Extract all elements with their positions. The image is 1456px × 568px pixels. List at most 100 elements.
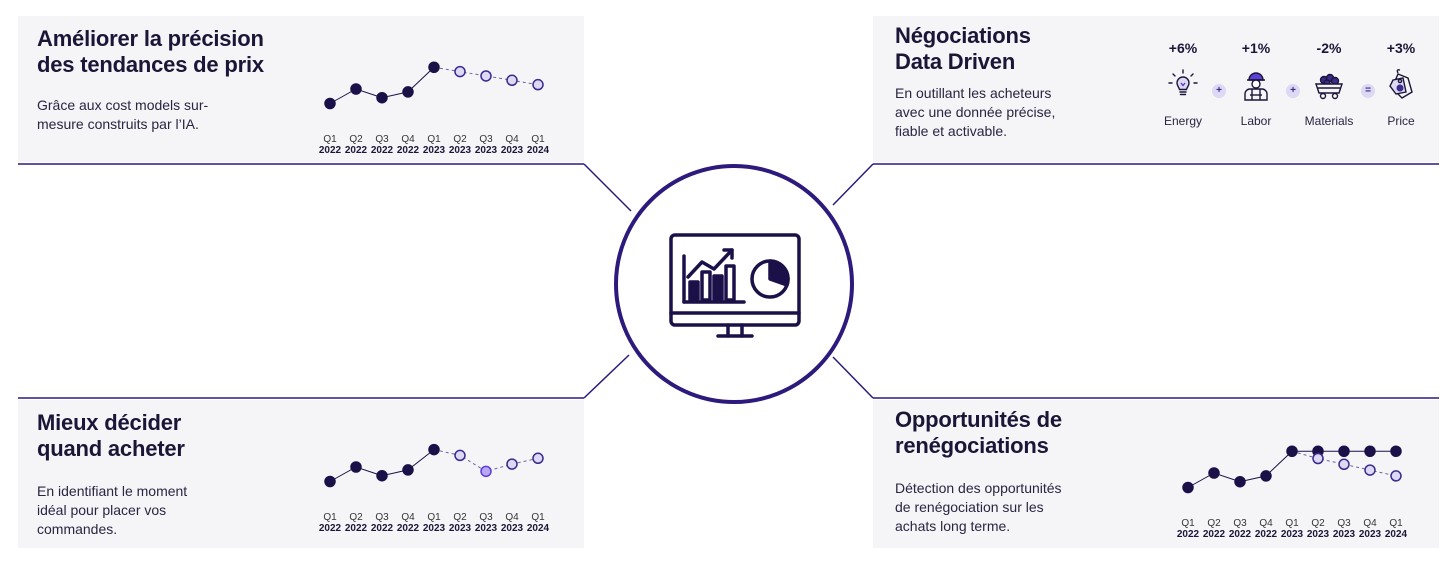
data-point bbox=[1286, 445, 1298, 457]
tick-label: Q4 bbox=[401, 134, 415, 145]
data-point bbox=[376, 91, 388, 104]
tick-label: Q3 bbox=[375, 512, 389, 523]
data-point bbox=[1260, 470, 1272, 482]
tick-label: 2023 bbox=[501, 145, 524, 156]
plus-operator: + bbox=[1212, 84, 1226, 98]
mine-cart-icon bbox=[1315, 73, 1343, 100]
data-point bbox=[350, 83, 362, 95]
tick-label: Q2 bbox=[349, 134, 363, 145]
tick-label: 2022 bbox=[1203, 529, 1226, 540]
tick-label: Q2 bbox=[349, 512, 363, 523]
tick-label: Q1 bbox=[323, 512, 337, 523]
factor-name: Price bbox=[1387, 114, 1415, 128]
factor-percent: -2% bbox=[1316, 40, 1342, 56]
tick-label: Q2 bbox=[453, 512, 467, 523]
factor-name: Labor bbox=[1240, 114, 1272, 128]
factor-energy: +6% Energy bbox=[1153, 40, 1213, 128]
tick-label: Q1 bbox=[323, 134, 337, 145]
tick-label: 2022 bbox=[1229, 529, 1252, 540]
forecast-point bbox=[532, 78, 544, 91]
tick-label: 2023 bbox=[501, 523, 524, 534]
tick-label: 2022 bbox=[1177, 529, 1200, 540]
forecast-point bbox=[454, 65, 466, 78]
data-point bbox=[428, 61, 440, 73]
tick-label: 2022 bbox=[319, 145, 342, 156]
tick-label: 2022 bbox=[1255, 529, 1278, 540]
data-point bbox=[1182, 481, 1194, 494]
tick-label: 2023 bbox=[475, 523, 498, 534]
tick-label: 2023 bbox=[423, 145, 446, 156]
data-point bbox=[1364, 445, 1376, 457]
renegotiation-chart: Q12022Q22022Q32022Q42022Q12023Q22023Q320… bbox=[1177, 445, 1408, 540]
tick-label: 2024 bbox=[527, 523, 550, 534]
card-data-driven-negotiation: Négociations Data Driven En outillant le… bbox=[873, 16, 1439, 162]
forecast-point bbox=[506, 74, 518, 87]
data-point bbox=[428, 443, 440, 456]
forecast-point bbox=[1338, 458, 1350, 471]
plus-operator: + bbox=[1286, 84, 1300, 98]
tick-label: 2022 bbox=[397, 145, 420, 156]
data-point bbox=[402, 86, 414, 98]
tick-label: 2024 bbox=[527, 145, 550, 156]
tick-label: Q3 bbox=[1233, 518, 1247, 529]
card-description: Grâce aux cost models sur- mesure constr… bbox=[37, 97, 209, 132]
tick-label: Q1 bbox=[1285, 518, 1299, 529]
tick-label: 2023 bbox=[1359, 529, 1382, 540]
forecast-point bbox=[480, 70, 492, 82]
tick-label: Q2 bbox=[453, 134, 467, 145]
tick-label: 2022 bbox=[371, 145, 394, 156]
tick-label: 2022 bbox=[397, 523, 420, 534]
factor-materials: -2% Materials bbox=[1299, 40, 1359, 128]
tick-label: 2022 bbox=[371, 523, 394, 534]
tick-label: Q3 bbox=[1337, 518, 1351, 529]
tick-label: 2022 bbox=[345, 145, 368, 156]
price-trend-chart: Q12022Q22022Q32022Q42022Q12023Q22023Q320… bbox=[319, 61, 550, 156]
purchase-timing-chart: Q12022Q22022Q32022Q42022Q12023Q22023Q320… bbox=[319, 443, 550, 534]
tick-label: Q4 bbox=[401, 512, 415, 523]
tick-label: Q1 bbox=[1389, 518, 1403, 529]
factor-price: +3% Price bbox=[1371, 40, 1431, 128]
equals-operator: = bbox=[1361, 84, 1375, 98]
forecast-point bbox=[532, 452, 544, 465]
tick-label: 2022 bbox=[345, 523, 368, 534]
tick-label: 2023 bbox=[423, 523, 446, 534]
data-point bbox=[402, 464, 414, 476]
forecast-point bbox=[506, 458, 518, 470]
factor-percent: +6% bbox=[1168, 40, 1198, 56]
tick-label: Q2 bbox=[1207, 518, 1221, 529]
tick-label: 2023 bbox=[449, 523, 472, 534]
factor-percent: +1% bbox=[1241, 40, 1271, 56]
lightbulb-icon bbox=[1168, 69, 1198, 96]
data-point bbox=[1208, 467, 1220, 479]
factor-name: Materials bbox=[1304, 114, 1354, 128]
worker-icon bbox=[1244, 72, 1268, 101]
forecast-point bbox=[480, 465, 492, 478]
data-point bbox=[324, 475, 336, 488]
forecast-point bbox=[1364, 464, 1376, 476]
forecast-point bbox=[454, 449, 466, 462]
tick-label: Q2 bbox=[1311, 518, 1325, 529]
card-title: Améliorer la précision des tendances de … bbox=[37, 26, 264, 77]
tick-label: Q1 bbox=[531, 134, 545, 145]
tick-label: 2023 bbox=[475, 145, 498, 156]
tick-label: Q4 bbox=[505, 134, 519, 145]
tick-label: 2023 bbox=[1281, 529, 1304, 540]
forecast-point bbox=[1312, 452, 1324, 465]
card-title: Négociations Data Driven bbox=[895, 23, 1031, 74]
tick-label: 2023 bbox=[449, 145, 472, 156]
data-point bbox=[350, 461, 362, 473]
tick-label: Q1 bbox=[531, 512, 545, 523]
tick-label: Q3 bbox=[375, 134, 389, 145]
factor-labor: +1% Labor bbox=[1226, 40, 1286, 128]
card-title: Opportunités de renégociations bbox=[895, 407, 1062, 458]
tick-label: 2023 bbox=[1307, 529, 1330, 540]
data-point bbox=[1390, 445, 1402, 457]
data-point bbox=[376, 469, 388, 482]
tick-label: Q4 bbox=[1259, 518, 1273, 529]
tick-label: Q1 bbox=[427, 512, 441, 523]
tick-label: 2023 bbox=[1333, 529, 1356, 540]
tick-label: Q3 bbox=[479, 512, 493, 523]
card-description: En outillant les acheteurs avec une donn… bbox=[895, 85, 1056, 139]
card-description: En identifiant le moment idéal pour plac… bbox=[37, 483, 188, 537]
